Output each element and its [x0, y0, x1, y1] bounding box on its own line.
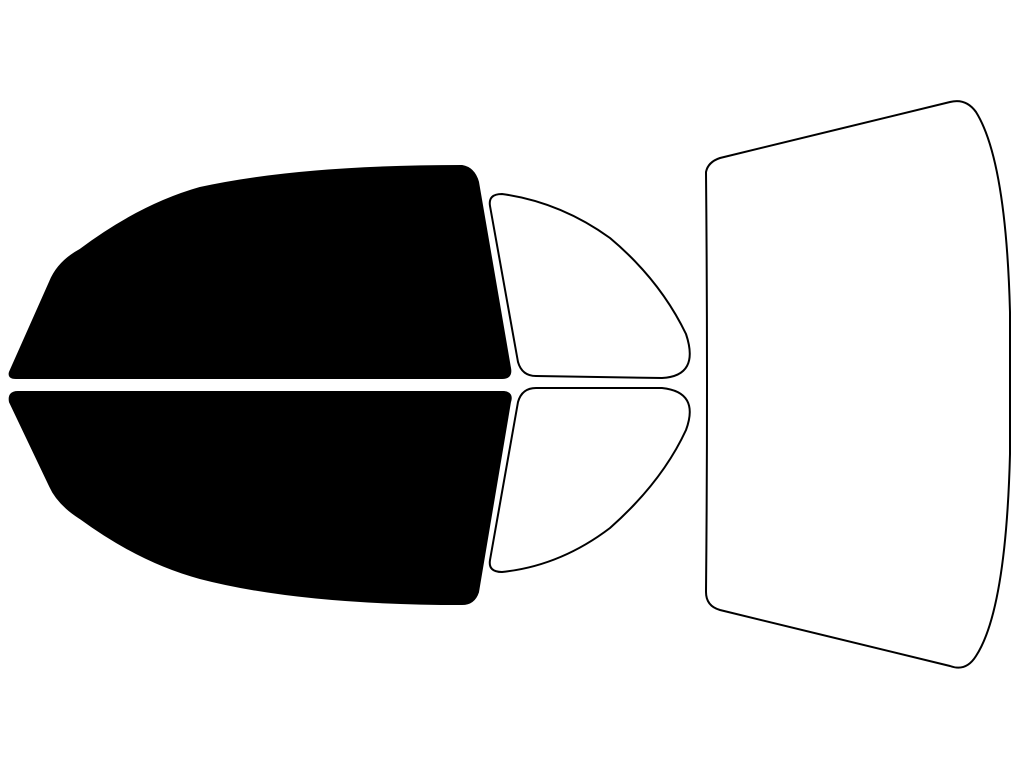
rear-windshield[interactable]: [705, 100, 1011, 669]
rear-quarter-window-top[interactable]: [488, 193, 691, 379]
rear-quarter-window-bottom[interactable]: [488, 387, 691, 573]
front-door-window-bottom[interactable]: [8, 391, 512, 605]
front-door-window-top[interactable]: [8, 165, 512, 379]
